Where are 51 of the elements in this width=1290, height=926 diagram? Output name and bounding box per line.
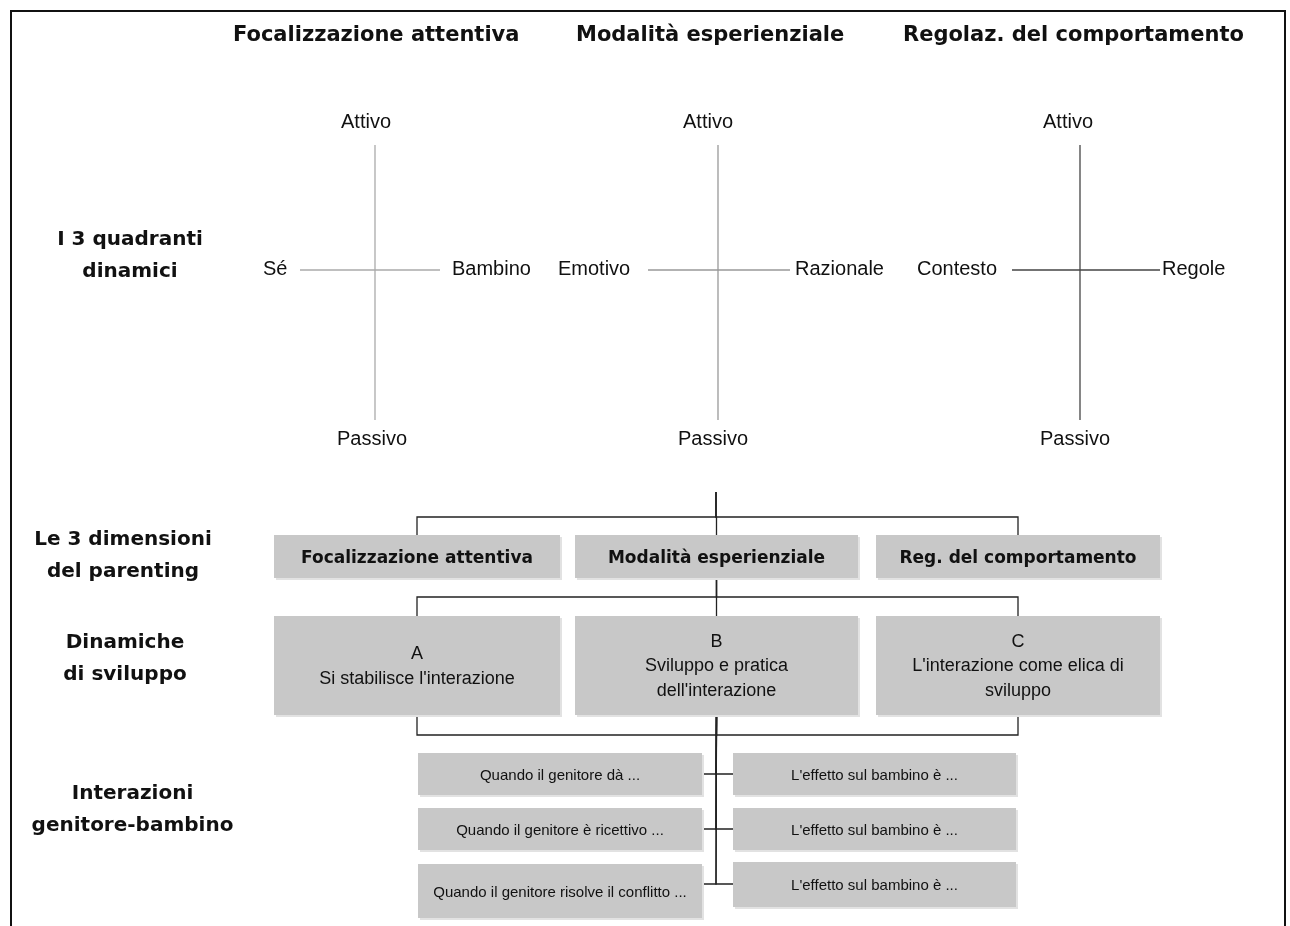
box-text: Quando il genitore è ricettivo ... — [456, 820, 664, 838]
connector-line — [715, 577, 1019, 617]
box-text: Quando il genitore risolve il conflitto ... — [433, 882, 687, 900]
connector-line — [715, 491, 1019, 536]
dimension-box — [274, 535, 560, 578]
axis-label: Regole — [1162, 257, 1226, 280]
dimension-box — [575, 535, 858, 578]
dynamics-box — [575, 616, 858, 715]
dynamics-box — [876, 616, 1160, 715]
box-text: L'effetto sul bambino è ... — [791, 820, 958, 838]
box-letter: A — [411, 642, 423, 666]
axis-label: Attivo — [1043, 110, 1094, 133]
interaction-box — [418, 864, 702, 918]
row-heading: Interazioni genitore-bambino — [30, 779, 235, 838]
interaction-box — [733, 808, 1016, 850]
box-text: Reg. del comportamento — [899, 546, 1137, 567]
axis-label: Sé — [263, 257, 288, 280]
box-letter: B — [710, 630, 723, 654]
axis-label: Razionale — [795, 257, 884, 280]
axis-label: Emotivo — [558, 257, 631, 280]
box-text: L'effetto sul bambino è ... — [791, 876, 958, 893]
connector-line — [416, 714, 718, 736]
column-heading: Modalità esperienziale — [576, 22, 845, 46]
axis-label: Passivo — [1040, 427, 1111, 450]
axis-label: Attivo — [683, 110, 734, 133]
connector-line — [715, 714, 734, 885]
box-text: L'interazione come elica di sviluppo — [911, 654, 1125, 702]
box-letter: C — [1011, 630, 1025, 654]
row-heading: Dinamiche di sviluppo — [62, 628, 188, 687]
interaction-box — [733, 753, 1016, 795]
interaction-box — [733, 862, 1016, 907]
connector-line — [715, 714, 1019, 736]
axis-label: Passivo — [678, 427, 749, 450]
row-heading: Le 3 dimensioni del parenting — [33, 525, 213, 584]
box-text: Quando il genitore dà ... — [479, 765, 641, 783]
interaction-box — [418, 808, 702, 850]
dynamics-box — [274, 616, 560, 715]
dimension-box — [876, 535, 1160, 578]
axis-label: Contesto — [917, 257, 998, 280]
column-heading: Focalizzazione attentiva — [233, 22, 520, 46]
box-text: Si stabilisce l'interazione — [319, 666, 515, 690]
row-heading: I 3 quadranti dinamici — [56, 225, 204, 284]
box-text: L'effetto sul bambino è ... — [791, 765, 958, 783]
interaction-box — [418, 753, 702, 795]
box-text: Sviluppo e pratica dell'interazione — [643, 654, 790, 702]
column-heading: Regolaz. del comportamento — [903, 22, 1244, 46]
axis-label: Bambino — [452, 257, 531, 280]
axis-label: Attivo — [341, 110, 392, 133]
box-text: Modalità esperienziale — [607, 546, 826, 567]
axis-label: Passivo — [337, 427, 408, 450]
box-text: Focalizzazione attentiva — [301, 546, 533, 567]
